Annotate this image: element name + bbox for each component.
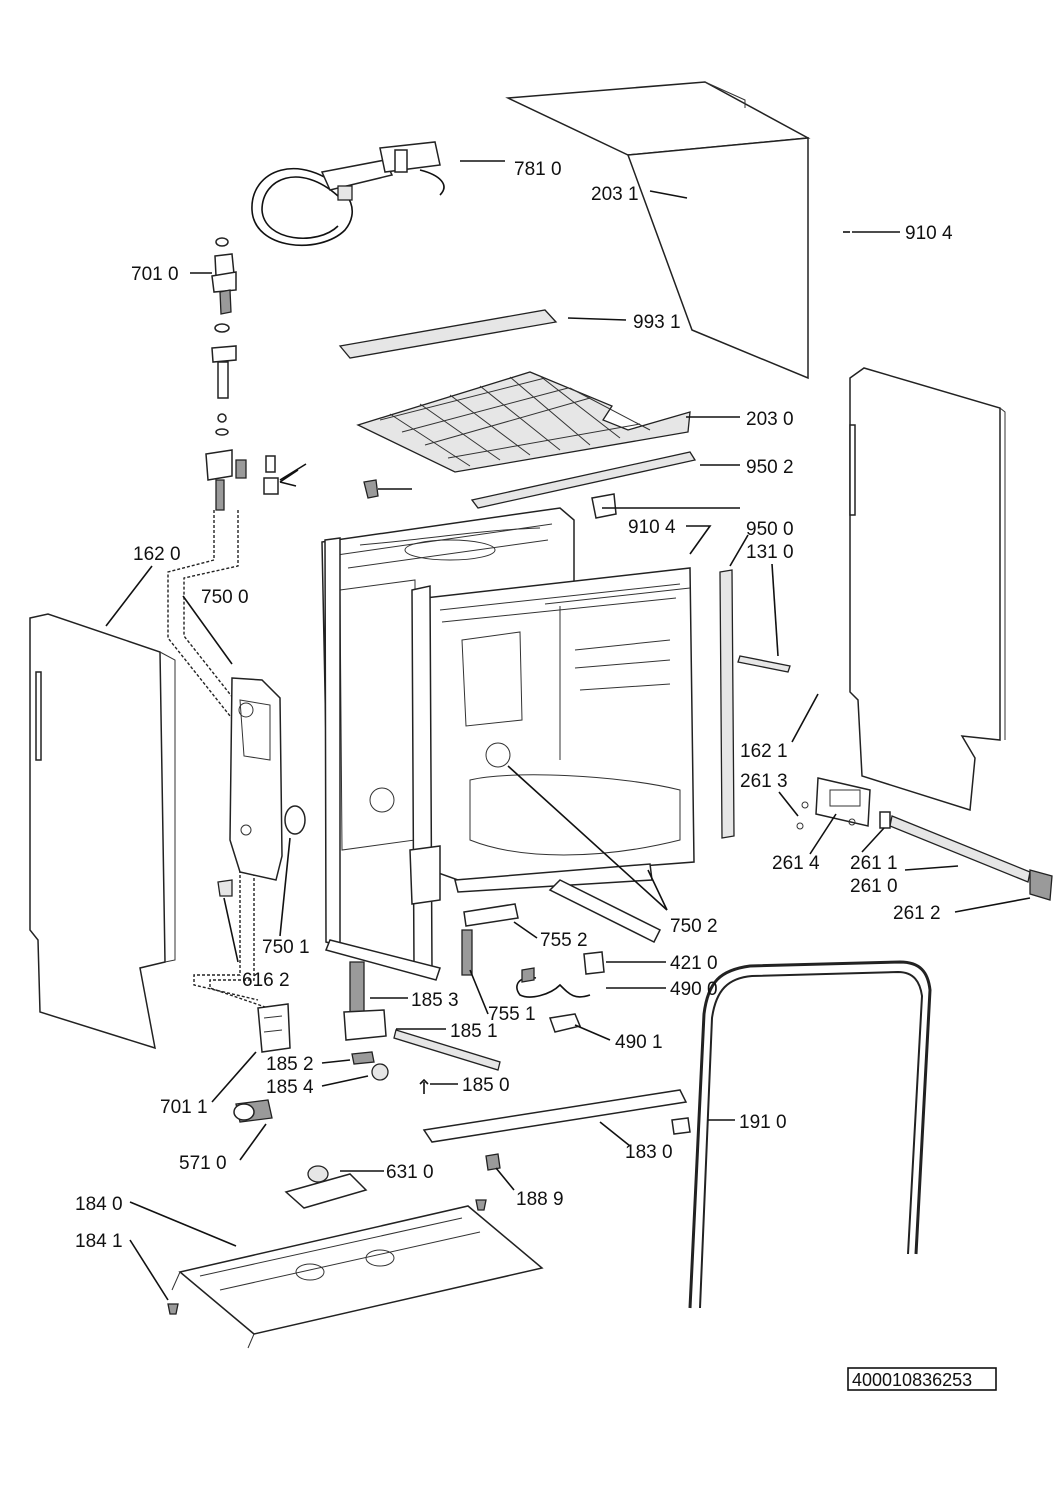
callout-421-0: 421 0	[670, 953, 718, 974]
part-left-side-panel	[29, 613, 176, 1050]
part-right-side-panel	[849, 367, 1006, 811]
leader-lines	[105, 160, 1031, 1301]
part-clip	[363, 479, 379, 499]
part-gasket-ring	[284, 805, 306, 835]
part-wiring-block	[516, 951, 605, 998]
callout-993-1: 993 1	[633, 312, 681, 333]
part-door-seal	[688, 960, 932, 1309]
callout-490-0: 490 0	[670, 979, 718, 1000]
callout-261-0: 261 0	[850, 876, 898, 897]
callout-261-3: 261 3	[740, 771, 788, 792]
callout-490-1: 490 1	[615, 1032, 663, 1053]
part-tub-frame	[321, 507, 695, 981]
callout-185-2: 185 2	[266, 1054, 314, 1075]
part-top-cover	[505, 81, 811, 380]
callout-184-1: 184 1	[75, 1231, 123, 1252]
callout-183-0: 183 0	[625, 1142, 673, 1163]
part-inlet-hose	[251, 141, 445, 247]
callout-950-0: 950 0	[746, 519, 794, 540]
callout-950-2: 950 2	[746, 457, 794, 478]
callout-185-4: 185 4	[266, 1077, 314, 1098]
part-hinge-bracket	[796, 777, 871, 830]
part-counterweight	[343, 1009, 387, 1041]
part-side-strip	[719, 569, 735, 839]
callout-755-2: 755 2	[540, 930, 588, 951]
callout-191-0: 191 0	[739, 1112, 787, 1133]
part-sump-bracket	[229, 677, 283, 881]
part-kick-plate	[422, 1089, 691, 1143]
diagram-id-box: 400010836253	[847, 1367, 997, 1391]
callout-162-1: 162 1	[740, 741, 788, 762]
part-bushing	[371, 1063, 389, 1081]
callout-261-4: 261 4	[772, 853, 820, 874]
callout-701-1: 701 1	[160, 1097, 208, 1118]
part-screw-185	[419, 1078, 429, 1094]
callout-616-2: 616 2	[242, 970, 290, 991]
callout-261-1: 261 1	[850, 853, 898, 874]
callout-781-0: 781 0	[514, 159, 562, 180]
part-insulation-strip	[338, 309, 558, 359]
callout-750-2: 750 2	[670, 916, 718, 937]
callout-185-1: 185 1	[450, 1021, 498, 1042]
diagram-id: 400010836253	[852, 1370, 972, 1390]
part-sump	[284, 1165, 368, 1209]
part-clip-616	[217, 879, 233, 897]
part-bracket-clip	[591, 493, 617, 519]
callout-185-3: 185 3	[411, 990, 459, 1011]
callout-261-2: 261 2	[893, 903, 941, 924]
callout-203-1: 203 1	[591, 184, 639, 205]
callout-131-0: 131 0	[746, 542, 794, 563]
part-spring-755	[461, 929, 473, 976]
part-front-rail	[470, 451, 697, 509]
part-valve-assembly	[205, 237, 307, 511]
part-bracket-701	[257, 1003, 291, 1053]
callout-910-4-top: 910 4	[905, 223, 953, 244]
callout-571-0: 571 0	[179, 1153, 227, 1174]
callout-755-1: 755 1	[488, 1004, 536, 1025]
callout-184-0: 184 0	[75, 1194, 123, 1215]
part-small-rail	[737, 655, 791, 673]
callout-185-0: 185 0	[462, 1075, 510, 1096]
part-grid-mat	[356, 371, 691, 473]
callout-701-0: 701 0	[131, 264, 179, 285]
part-connector	[548, 1013, 582, 1033]
callout-910-4-mid: 910 4	[628, 517, 676, 538]
callout-750-1: 750 1	[262, 937, 310, 958]
part-base-tray	[171, 1205, 544, 1349]
part-spring-185	[349, 961, 365, 1015]
part-bracket-755	[463, 903, 519, 927]
part-clip-188	[485, 1153, 501, 1171]
part-screw-tray	[475, 1199, 487, 1211]
callout-750-0: 750 0	[201, 587, 249, 608]
part-pump	[233, 1099, 273, 1123]
part-hinge-rail	[879, 811, 1053, 901]
callout-203-0: 203 0	[746, 409, 794, 430]
part-screw-184	[167, 1303, 179, 1315]
part-rod	[393, 1029, 501, 1071]
callout-631-0: 631 0	[386, 1162, 434, 1183]
callout-labels: 781 0 203 1 910 4 701 0 993 1 203 0 950 …	[75, 159, 953, 1252]
part-clip-185	[351, 1051, 375, 1065]
callout-188-9: 188 9	[516, 1189, 564, 1210]
callout-162-0: 162 0	[133, 544, 181, 565]
